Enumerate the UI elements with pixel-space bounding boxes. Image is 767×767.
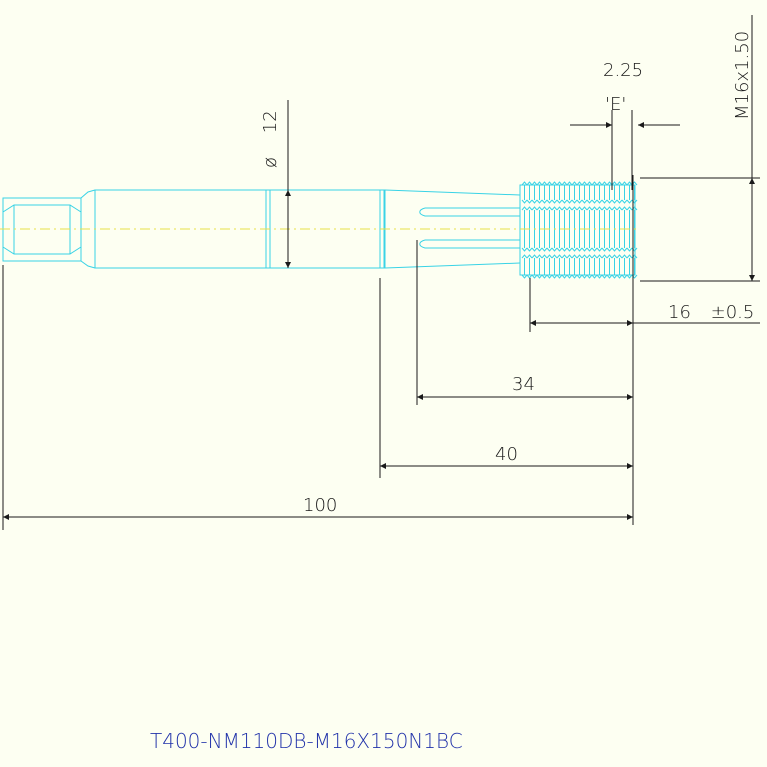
thread-ridge bbox=[586, 254, 593, 279]
thread-length-label: 16 ±0.5 bbox=[668, 302, 754, 323]
thread-ridge bbox=[601, 254, 608, 279]
thread-ridge bbox=[626, 254, 633, 279]
thread-tolerance-value: ±0.5 bbox=[711, 302, 755, 323]
thread-ridge bbox=[561, 254, 568, 279]
thread-ridge bbox=[581, 254, 588, 279]
thread-ridge bbox=[551, 254, 558, 279]
thread-ridge bbox=[556, 206, 563, 252]
thread-ridge bbox=[551, 181, 558, 204]
offset-e-label: 'E' bbox=[605, 94, 626, 115]
thread-ridge bbox=[566, 254, 573, 279]
thread-ridge bbox=[576, 254, 583, 279]
shank-neck bbox=[80, 189, 96, 269]
thread-ridge bbox=[571, 254, 578, 279]
thread-ridge bbox=[581, 181, 588, 204]
thread-ridge bbox=[531, 254, 538, 279]
thread-ridge bbox=[616, 206, 623, 252]
thread-ridge bbox=[556, 254, 563, 279]
thread-ridge bbox=[601, 181, 608, 204]
thread-ridge bbox=[616, 181, 623, 204]
offset-value-label: 2.25 bbox=[603, 60, 643, 81]
thread-ridge bbox=[521, 254, 528, 279]
thread-ridge bbox=[596, 254, 603, 279]
thread-ridge bbox=[591, 254, 598, 279]
thread-ridge bbox=[521, 181, 528, 204]
thread-section bbox=[519, 181, 638, 279]
overall-length-label: 100 bbox=[303, 495, 337, 516]
thread-ridge bbox=[621, 254, 628, 279]
thread-ridge bbox=[606, 254, 613, 279]
tool-body bbox=[2, 181, 638, 279]
flute-upper bbox=[419, 207, 520, 217]
length-40-label: 40 bbox=[495, 444, 518, 465]
thread-ridge bbox=[611, 181, 618, 204]
thread-ridge bbox=[541, 254, 548, 279]
diameter-value: 12 bbox=[260, 110, 281, 133]
thread-ridge bbox=[546, 254, 553, 279]
thread-ridge bbox=[616, 254, 623, 279]
thread-ridge bbox=[591, 181, 598, 204]
thread-ridge bbox=[596, 206, 603, 252]
thread-ridge bbox=[621, 181, 628, 204]
part-number: T400-NM110DB-M16X150N1BC bbox=[150, 729, 463, 753]
diameter-label: ø 12 bbox=[260, 110, 281, 168]
thread-ridge bbox=[626, 181, 633, 204]
thread-ridge bbox=[571, 181, 578, 204]
thread-ridge bbox=[606, 181, 613, 204]
thread-ridge bbox=[566, 181, 573, 204]
flute-lower bbox=[419, 239, 520, 249]
thread-ridge bbox=[586, 181, 593, 204]
thread-ridge bbox=[541, 181, 548, 204]
thread-ridge bbox=[546, 181, 553, 204]
thread-spec-label: M16x1.50 bbox=[732, 31, 753, 120]
thread-ridge bbox=[561, 181, 568, 204]
diameter-symbol: ø bbox=[260, 157, 281, 168]
thread-length-value: 16 bbox=[668, 302, 691, 323]
dimension-lines bbox=[2, 15, 760, 530]
thread-ridge bbox=[536, 206, 543, 252]
thread-ridge bbox=[576, 181, 583, 204]
thread-ridge bbox=[596, 181, 603, 204]
thread-ridge bbox=[576, 206, 583, 252]
thread-ridge bbox=[531, 181, 538, 204]
length-34-label: 34 bbox=[512, 374, 535, 395]
thread-ridge bbox=[536, 181, 543, 204]
thread-ridge bbox=[556, 181, 563, 204]
thread-ridge bbox=[526, 181, 533, 204]
thread-ridge bbox=[536, 254, 543, 279]
thread-ridge bbox=[611, 254, 618, 279]
